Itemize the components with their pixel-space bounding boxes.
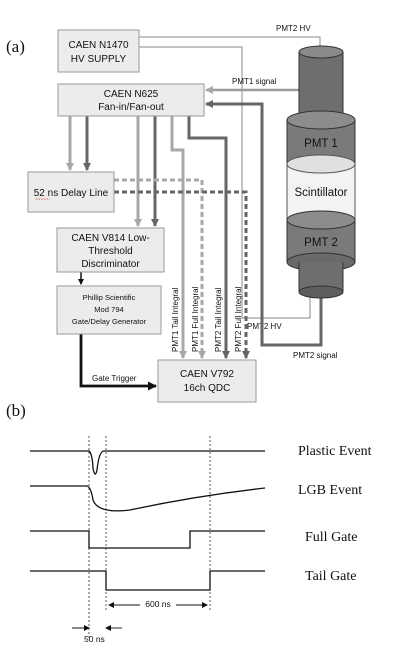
trace-lgb-event (30, 485, 266, 512)
pmt2-label: PMT 2 (304, 237, 338, 249)
qdc-input-pmt1-full (114, 178, 206, 359)
qdc-input-pmt1-tail (170, 116, 187, 359)
qdc-input-pmt2-full (114, 190, 250, 359)
trace-plastic-event (30, 450, 265, 475)
discriminator-line3: Discriminator (81, 259, 140, 270)
dim-600ns-mask (140, 598, 176, 610)
hv-supply-line2: HV SUPPLY (71, 54, 127, 65)
gate-generator-line3: Gate/Delay Generator (72, 317, 147, 326)
qdc-label-pmt2-tail: PMT2 Tail Integral (214, 287, 223, 352)
delay-line-box: 52 ns Delay Line (27, 171, 115, 213)
label-tail-gate: Tail Gate (305, 569, 357, 584)
dim-50ns-label: 50 ns (84, 634, 105, 644)
label-plastic-event: Plastic Event (298, 444, 372, 459)
fanout-line1: CAEN N625 (104, 89, 159, 100)
trace-full-gate (30, 530, 265, 549)
discriminator-line1: CAEN V814 Low- (71, 233, 149, 244)
qdc-label-pmt2-full: PMT2 Full Integral (234, 286, 243, 352)
qdc-label-pmt1-tail: PMT1 Tail Integral (171, 287, 180, 352)
gate-generator-line2: Mod 794 (94, 305, 124, 314)
hv-wires (139, 36, 321, 319)
dim-600ns-label: 600 ns (145, 599, 171, 609)
wire-label-pmt2-hv-top: PMT2 HV (276, 24, 311, 33)
wire-label-pmt2-signal: PMT2 signal (293, 351, 338, 360)
scintillator-label: Scintillator (294, 187, 347, 199)
discriminator-box: CAEN V814 Low- Threshold Discriminator (56, 227, 165, 273)
qdc-line1: CAEN V792 (180, 369, 234, 380)
qdc-box: CAEN V792 16ch QDC (157, 359, 257, 403)
wire-label-gate-trigger: Gate Trigger (92, 374, 137, 383)
wire-label-pmt2-hv-bottom: PMT2 HV (247, 322, 282, 331)
qdc-input-pmt2-tail (187, 116, 230, 359)
fanout-box: CAEN N625 Fan-in/Fan-out (57, 83, 205, 117)
pmt1-label: PMT 1 (304, 138, 338, 150)
wire-label-pmt1-signal: PMT1 signal (232, 77, 277, 86)
discriminator-line2: Threshold (88, 246, 132, 257)
qdc-line2: 16ch QDC (184, 383, 231, 394)
label-lgb-event: LGB Event (298, 483, 362, 498)
panel-a-label: (a) (6, 37, 25, 56)
panel-b-label: (b) (6, 401, 26, 420)
detector: PMT 1 Scintillator PMT 2 (286, 45, 356, 299)
gate-generator-box: Phillip Scientific Mod 794 Gate/Delay Ge… (56, 285, 162, 335)
qdc-label-pmt1-full: PMT1 Full Integral (191, 286, 200, 352)
trace-tail-gate (30, 570, 265, 591)
hv-supply-box: CAEN N1470 HV SUPPLY (57, 29, 140, 73)
fanout-line2: Fan-in/Fan-out (98, 102, 164, 113)
hv-supply-line1: CAEN N1470 (68, 40, 128, 51)
gate-trigger-wire (79, 334, 157, 391)
label-full-gate: Full Gate (305, 530, 358, 545)
pmt2-signal-wire (205, 100, 323, 347)
delay-line-label: 52 ns Delay Line (34, 188, 109, 199)
gate-generator-line1: Phillip Scientific (83, 293, 136, 302)
